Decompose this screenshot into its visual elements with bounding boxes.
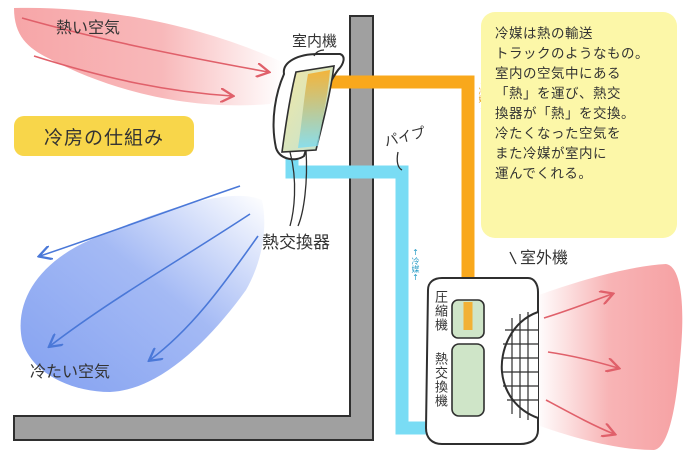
diagram-title: 冷房の仕組み bbox=[14, 116, 194, 156]
explanation-line: 換器が「熱」を交換。 bbox=[495, 106, 635, 122]
explanation-note: 冷媒は熱の輸送 トラックのようなもの。 室内の空気中にある 「熱」を運び、熱交 … bbox=[481, 12, 677, 238]
explanation-line: 室内の空気中にある bbox=[495, 66, 621, 82]
leader-lines bbox=[289, 49, 517, 265]
indoor-unit-label: 室内機 bbox=[292, 32, 338, 50]
cold-air-indoor bbox=[20, 185, 265, 392]
hot-air-indoor bbox=[14, 7, 284, 106]
hot-air-outdoor bbox=[536, 264, 683, 450]
explanation-line: トラックのようなもの。 bbox=[495, 46, 649, 62]
hot-air-label: 熱い空気 bbox=[56, 18, 121, 37]
fan-grille bbox=[500, 311, 539, 420]
refrigerant-up-label: ↑冷媒↑ bbox=[411, 248, 420, 282]
outdoor-unit-label: 室外機 bbox=[520, 248, 569, 267]
explanation-line: 冷媒は熱の輸送 bbox=[495, 26, 593, 42]
explanation-line: また冷媒が室内に bbox=[495, 146, 607, 162]
explanation-line: 運んでくれる。 bbox=[495, 166, 593, 182]
explanation-line: 冷たくなった空気を bbox=[495, 126, 621, 142]
indoor-unit bbox=[272, 53, 345, 161]
building-wall bbox=[13, 15, 374, 441]
explanation-line: 「熱」を運び、熱交 bbox=[495, 86, 621, 102]
outdoor-heat-exchanger-label: 熱交換機 bbox=[432, 352, 447, 408]
cold-air-label: 冷たい空気 bbox=[30, 362, 111, 381]
compressor-label: 圧縮機 bbox=[432, 290, 447, 332]
heat-exchanger-label: 熱交換器 bbox=[262, 233, 330, 253]
outdoor-unit bbox=[424, 277, 539, 445]
